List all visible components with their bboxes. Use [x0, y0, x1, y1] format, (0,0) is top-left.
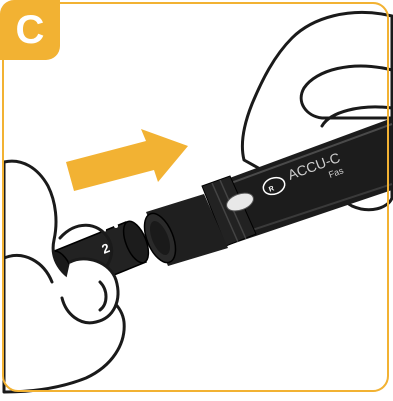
step-letter: C — [16, 10, 45, 50]
panel-frame — [2, 2, 389, 392]
step-badge: C — [0, 0, 60, 60]
